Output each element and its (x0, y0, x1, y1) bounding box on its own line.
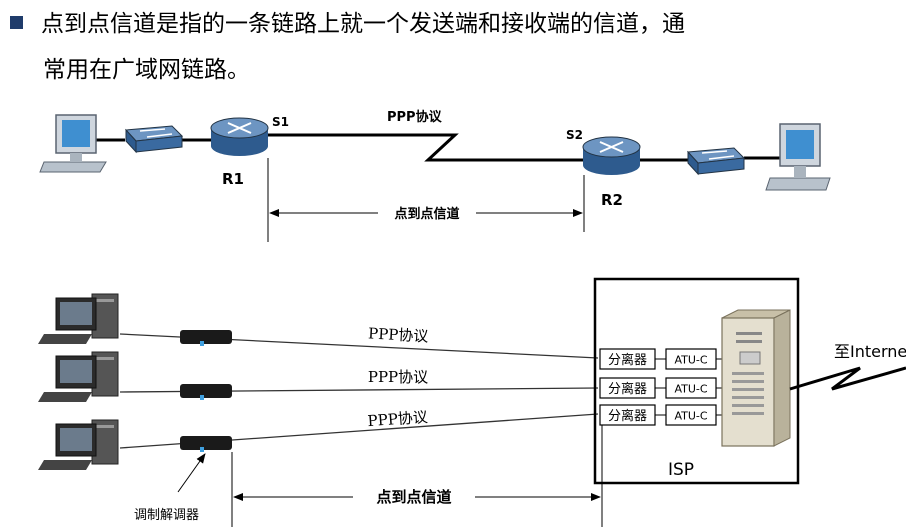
desktop-computer-icon (38, 293, 119, 344)
bottom-diagram: PPP协议 PPP协议 PPP协议 分离器 ATU-C 分离器 ATU-C 分离… (38, 277, 906, 527)
ppp-label-2: PPP协议 (368, 368, 428, 386)
internet-link (789, 366, 906, 391)
s1-label: S1 (272, 115, 289, 129)
splitter-atu-row-3: 分离器 ATU-C (599, 404, 738, 426)
ppp-label-3: PPP协议 (367, 408, 428, 430)
r1-label: R1 (222, 170, 244, 188)
bullet-square-icon (10, 16, 23, 29)
paragraph-line-1: 点到点信道是指的一条链路上就一个发送端和接收端的信道，通 (41, 11, 685, 37)
ppp-label-top: PPP协议 (387, 109, 443, 125)
desktop-computer-icon (38, 351, 119, 402)
computer-icon (39, 114, 107, 173)
switch-icon (686, 147, 746, 176)
ppp-serial-link (268, 133, 596, 162)
top-diagram: S1 R1 PPP协议 S2 R2 点到点信 (39, 109, 831, 242)
bullet-paragraph: 点到点信道是指的一条链路上就一个发送端和接收端的信道，通 常用在广域网链路。 (10, 2, 890, 83)
splitter-label: 分离器 (608, 352, 647, 368)
paragraph-line-2: 常用在广域网链路。 (43, 57, 250, 83)
modem-label: 调制解调器 (134, 508, 199, 523)
p2p-label-bottom: 点到点信道 (376, 488, 451, 506)
modem-icon (180, 384, 232, 400)
internet-label: 至Internet (834, 342, 906, 361)
isp-box (593, 277, 800, 485)
router-r2-icon (582, 136, 641, 175)
ppp-label-1: PPP协议 (368, 324, 429, 345)
splitter-label: 分离器 (608, 381, 647, 397)
modem-icon (180, 330, 232, 346)
s2-label: S2 (566, 128, 583, 142)
router-r1-icon (210, 117, 269, 156)
server-icon (721, 309, 791, 447)
splitter-atu-row-1: 分离器 ATU-C (599, 348, 738, 370)
atu-c-label: ATU-C (674, 410, 707, 423)
r2-label: R2 (601, 191, 623, 209)
desktop-computer-icon (38, 419, 119, 470)
switch-icon (124, 125, 184, 154)
splitter-atu-row-2: 分离器 ATU-C (599, 377, 738, 399)
modem-icon (180, 436, 232, 452)
atu-c-label: ATU-C (674, 383, 707, 396)
p2p-label-top: 点到点信道 (394, 206, 459, 222)
splitter-label: 分离器 (608, 408, 647, 424)
atu-c-label: ATU-C (674, 354, 707, 367)
computer-icon (765, 123, 831, 191)
isp-label: ISP (668, 460, 694, 480)
